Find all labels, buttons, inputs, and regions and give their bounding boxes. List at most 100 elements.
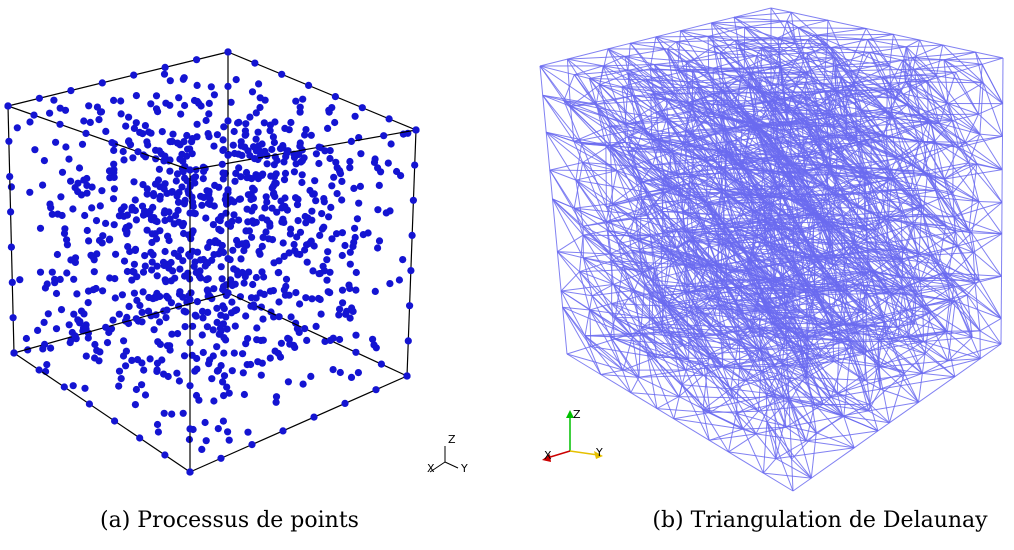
point: [192, 391, 201, 400]
point: [219, 417, 227, 425]
mesh-edge: [706, 201, 759, 220]
mesh-edge: [627, 73, 657, 113]
cube-edge: [227, 51, 417, 131]
point: [176, 265, 184, 273]
mesh-edge: [688, 334, 724, 338]
point: [191, 173, 200, 181]
point: [252, 218, 260, 226]
boundary-point: [224, 255, 232, 263]
mesh-edge: [763, 359, 776, 368]
x-axis-line: [429, 461, 446, 473]
mesh-edge: [613, 284, 664, 333]
mesh-edge: [635, 218, 643, 273]
point: [47, 204, 55, 212]
mesh-edge: [689, 291, 729, 304]
mesh-edge: [702, 409, 729, 453]
mesh-edge: [656, 356, 686, 371]
mesh-edge: [589, 69, 630, 79]
mesh-edge: [774, 394, 777, 459]
mesh-edge: [635, 218, 677, 231]
point: [255, 247, 263, 256]
mesh-edge: [822, 397, 832, 405]
mesh-edge: [599, 48, 609, 86]
mesh-edge: [575, 170, 618, 181]
mesh-edge: [650, 235, 677, 249]
mesh-edge: [886, 242, 931, 256]
mesh-edge: [712, 113, 718, 150]
point: [166, 77, 174, 85]
point: [156, 318, 164, 326]
mesh-edge: [627, 151, 683, 197]
mesh-edge: [775, 357, 822, 368]
point: [67, 177, 75, 185]
mesh-edge: [781, 84, 834, 128]
point: [356, 182, 364, 190]
point: [307, 372, 315, 380]
mesh-edge: [676, 230, 685, 249]
mesh-edge: [662, 211, 685, 232]
mesh-edge: [692, 174, 736, 181]
point: [271, 179, 279, 187]
mesh-edge: [760, 370, 784, 398]
mesh-edge: [681, 192, 722, 197]
mesh-edge: [649, 68, 688, 83]
point: [26, 188, 34, 196]
mesh-edge: [595, 104, 612, 147]
mesh-edge: [914, 68, 949, 104]
mesh-edge: [804, 352, 824, 405]
mesh-edge: [557, 251, 580, 273]
point: [198, 331, 206, 339]
mesh-edge: [980, 343, 1002, 360]
boundary-point: [163, 306, 171, 314]
mesh-edge: [579, 260, 613, 273]
mesh-edge: [652, 204, 670, 252]
mesh-edge: [722, 366, 734, 398]
mesh-edge: [667, 290, 685, 307]
mesh-edge: [667, 305, 711, 359]
mesh-edge: [864, 177, 902, 211]
point: [247, 360, 255, 369]
mesh-edge: [877, 339, 919, 403]
point: [179, 222, 187, 230]
mesh-edge: [570, 95, 634, 107]
mesh-edge: [707, 278, 768, 299]
mesh-edge: [549, 170, 553, 200]
point: [83, 181, 91, 189]
point: [152, 146, 160, 154]
point: [346, 164, 354, 172]
point: [143, 226, 151, 234]
mesh-edge: [786, 19, 828, 22]
boundary-point: [409, 196, 417, 204]
mesh-edge: [600, 374, 632, 394]
mesh-edge: [596, 103, 626, 125]
axis-label-x: X: [427, 462, 435, 475]
mesh-edge: [629, 230, 685, 238]
axis-triad-b: Z Y X: [542, 408, 603, 462]
mesh-edge: [674, 93, 689, 103]
mesh-edge: [684, 240, 732, 243]
point: [203, 323, 211, 331]
mesh-edge: [740, 76, 779, 122]
mesh-edge: [573, 208, 584, 236]
mesh-edge: [642, 174, 664, 183]
mesh-edge: [782, 396, 824, 405]
mesh-edge: [683, 279, 724, 292]
mesh-edge: [693, 100, 728, 154]
point: [139, 211, 148, 219]
mesh-edge: [692, 164, 719, 216]
point: [175, 377, 183, 385]
boundary-point: [82, 129, 90, 137]
point: [338, 177, 346, 185]
point: [179, 409, 187, 417]
point: [122, 347, 130, 355]
mesh-edge: [936, 75, 984, 84]
point: [36, 268, 45, 276]
point: [125, 302, 133, 310]
mesh-edge: [692, 137, 696, 176]
point: [84, 287, 93, 295]
point: [266, 287, 274, 295]
mesh-edge: [683, 290, 752, 330]
mesh-edge: [563, 100, 626, 125]
point: [244, 335, 252, 343]
